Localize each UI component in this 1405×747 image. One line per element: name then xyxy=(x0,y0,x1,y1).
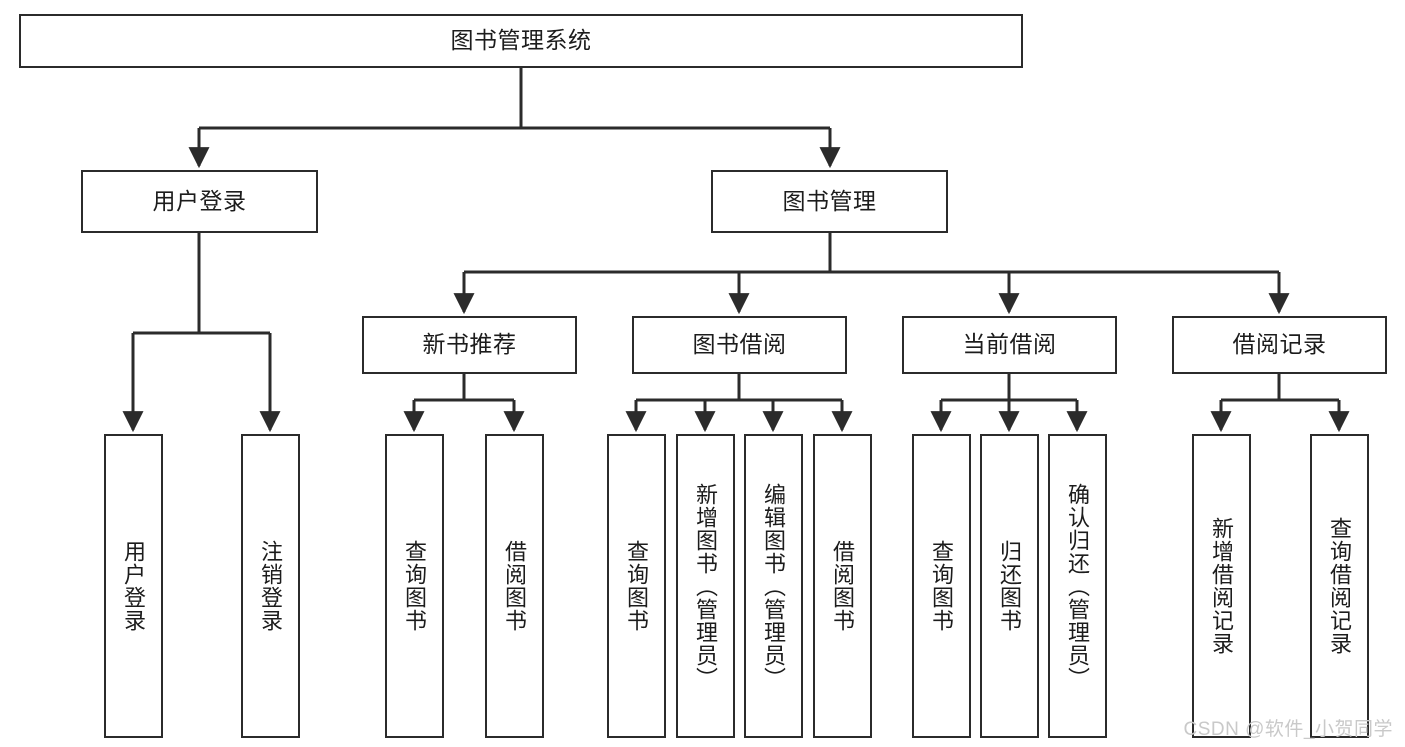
node-leaf-add-borrow-record-label: 新增借阅记录 xyxy=(1209,517,1235,655)
node-leaf-edit-book-admin-label: 编辑图书（管理员） xyxy=(761,482,787,690)
node-book-borrow-label: 图书借阅 xyxy=(692,331,787,358)
node-new-book-recommend-label: 新书推荐 xyxy=(422,331,517,358)
node-user-login-label: 用户登录 xyxy=(152,187,247,214)
node-current-borrow-label: 当前借阅 xyxy=(962,331,1057,358)
node-leaf-borrow-book-2[interactable]: 借阅图书 xyxy=(813,434,872,738)
node-leaf-query-book-2[interactable]: 查询图书 xyxy=(607,434,666,738)
node-leaf-query-book-2-label: 查询图书 xyxy=(624,540,650,632)
node-root-label: 图书管理系统 xyxy=(450,27,592,54)
node-leaf-query-book-1[interactable]: 查询图书 xyxy=(385,434,444,738)
node-leaf-edit-book-admin[interactable]: 编辑图书（管理员） xyxy=(744,434,803,738)
node-leaf-query-book-1-label: 查询图书 xyxy=(402,540,428,632)
node-leaf-logout-label: 注销登录 xyxy=(258,540,284,632)
node-leaf-confirm-return-admin[interactable]: 确认归还（管理员） xyxy=(1048,434,1107,738)
node-root[interactable]: 图书管理系统 xyxy=(19,14,1023,68)
node-leaf-borrow-book-1-label: 借阅图书 xyxy=(502,540,528,632)
node-leaf-query-borrow-record[interactable]: 查询借阅记录 xyxy=(1310,434,1369,738)
node-borrow-record-label: 借阅记录 xyxy=(1232,331,1327,358)
node-user-login[interactable]: 用户登录 xyxy=(81,170,318,233)
node-leaf-query-borrow-record-label: 查询借阅记录 xyxy=(1327,517,1353,655)
node-leaf-return-book[interactable]: 归还图书 xyxy=(980,434,1039,738)
node-leaf-query-book-3[interactable]: 查询图书 xyxy=(912,434,971,738)
node-leaf-add-borrow-record[interactable]: 新增借阅记录 xyxy=(1192,434,1251,738)
node-leaf-query-book-3-label: 查询图书 xyxy=(929,540,955,632)
node-book-management-label: 图书管理 xyxy=(782,187,877,214)
node-leaf-borrow-book-1[interactable]: 借阅图书 xyxy=(485,434,544,738)
node-leaf-add-book-admin-label: 新增图书（管理员） xyxy=(693,482,719,690)
node-leaf-user-login[interactable]: 用户登录 xyxy=(104,434,163,738)
node-leaf-add-book-admin[interactable]: 新增图书（管理员） xyxy=(676,434,735,738)
node-leaf-user-login-label: 用户登录 xyxy=(121,540,147,632)
node-book-management[interactable]: 图书管理 xyxy=(711,170,948,233)
node-leaf-return-book-label: 归还图书 xyxy=(997,540,1023,632)
node-borrow-record[interactable]: 借阅记录 xyxy=(1172,316,1387,374)
node-leaf-logout[interactable]: 注销登录 xyxy=(241,434,300,738)
node-book-borrow[interactable]: 图书借阅 xyxy=(632,316,847,374)
node-new-book-recommend[interactable]: 新书推荐 xyxy=(362,316,577,374)
node-current-borrow[interactable]: 当前借阅 xyxy=(902,316,1117,374)
node-leaf-confirm-return-admin-label: 确认归还（管理员） xyxy=(1065,482,1091,690)
node-leaf-borrow-book-2-label: 借阅图书 xyxy=(830,540,856,632)
